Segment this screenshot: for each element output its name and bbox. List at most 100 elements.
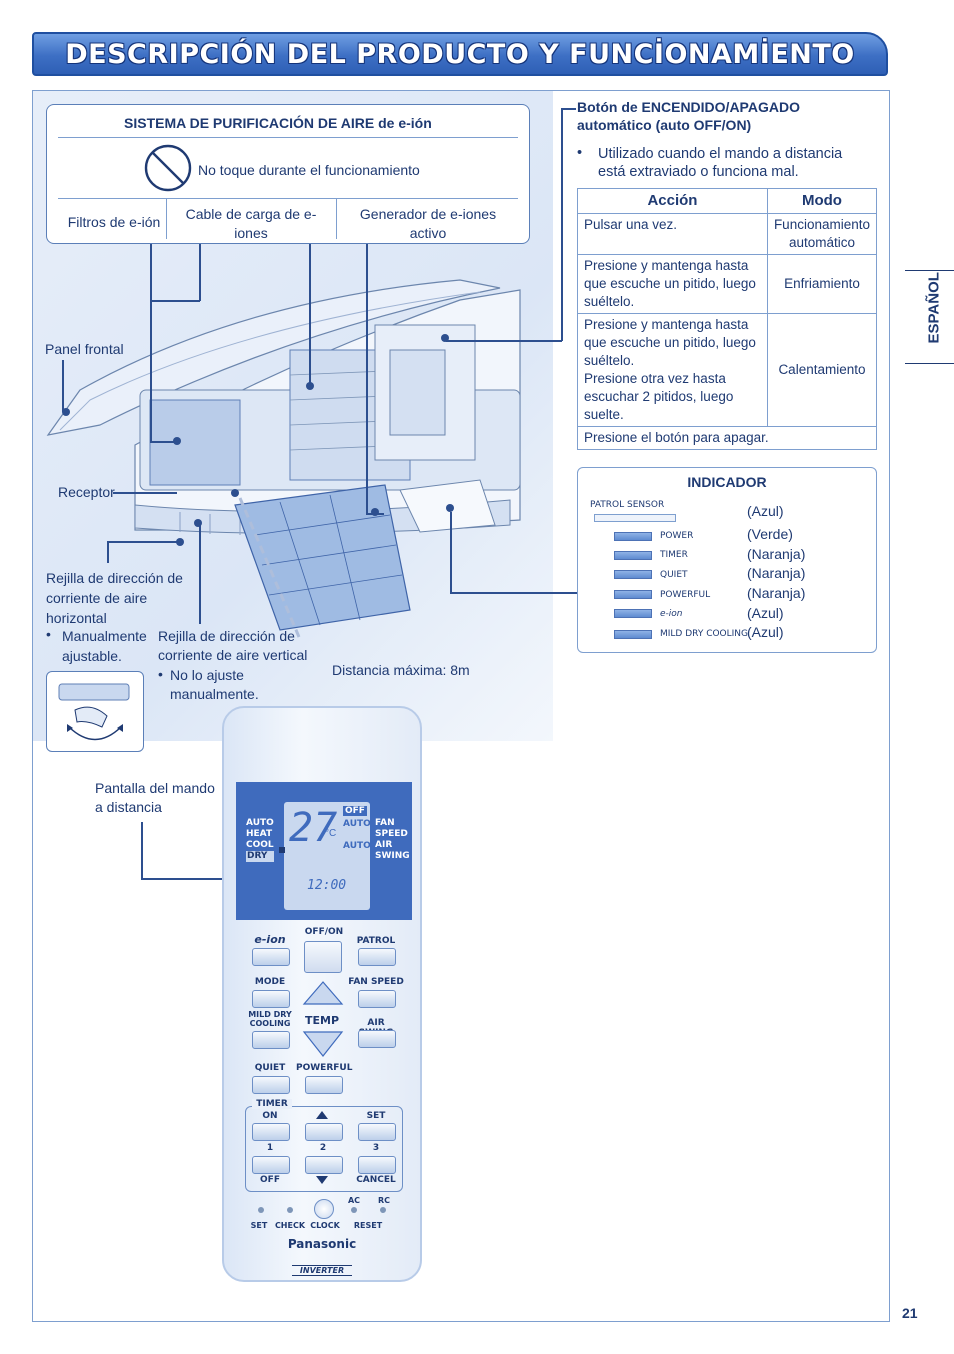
power-indicator	[614, 532, 652, 541]
no-touch-warning: No toque durante el funcionamiento	[198, 162, 420, 178]
powerful-button-label: POWERFUL	[296, 1063, 353, 1073]
timer-on-label: ON	[262, 1111, 278, 1121]
mode-button[interactable]	[252, 990, 290, 1008]
timer-group	[245, 1106, 403, 1192]
temp-arrows	[302, 981, 344, 1057]
timer-cancel-label: CANCEL	[356, 1175, 396, 1185]
powerful-button[interactable]	[305, 1076, 343, 1094]
reset-label: RESET	[353, 1221, 383, 1230]
eion-system-box	[46, 104, 530, 244]
mode-dry: DRY	[246, 851, 274, 862]
patrol-button-label: PATROL	[356, 936, 396, 946]
manual-adjust-icon	[46, 671, 144, 752]
vertical-louver-note: No lo ajuste manualmente.	[170, 667, 259, 702]
row1-modo: Funcionamiento automático	[766, 213, 878, 255]
power-color: (Verde)	[747, 526, 793, 542]
row3-modo: Calentamiento	[766, 313, 878, 427]
vertical-louver-label: Rejilla de dirección de corriente de air…	[158, 628, 308, 663]
row1-accion: Pulsar una vez.	[577, 213, 768, 255]
receiver-label: Receptor	[58, 484, 115, 500]
row2-accion: Presione y mantenga hasta que escuche un…	[577, 254, 768, 314]
auto-button-note: Utilizado cuando el mando a distancia es…	[598, 146, 843, 180]
timer-color: (Naranja)	[747, 546, 806, 562]
check-label: CHECK	[274, 1221, 306, 1230]
indicator-box	[577, 467, 877, 653]
fan-speed-button[interactable]	[358, 990, 396, 1008]
mode-heat: HEAT	[246, 829, 273, 839]
row3-accion: Presione y mantenga hasta que escuche un…	[584, 317, 756, 368]
label-3: 3	[372, 1143, 380, 1153]
horizontal-louver-label: Rejilla de dirección de corriente de air…	[46, 570, 183, 626]
no-touch-icon	[144, 144, 192, 192]
timer-up-button[interactable]	[305, 1123, 343, 1141]
clock-button[interactable]	[314, 1199, 334, 1219]
lcd-clock: 12:00	[307, 878, 347, 893]
lcd-temperature: 27	[289, 805, 338, 851]
eion-button[interactable]	[252, 948, 290, 966]
label-air: AIR	[375, 840, 393, 850]
lcd-auto-swing: AUTO	[343, 841, 371, 851]
indicator-title: INDICADOR	[687, 474, 767, 490]
row3-accion2: Presione otra vez hasta escuchar 2 pitid…	[584, 371, 734, 422]
mode-auto: AUTO	[246, 818, 274, 828]
quiet-indicator	[614, 570, 652, 579]
mild-dry-label: MILD DRY COOLING	[660, 629, 749, 639]
eion-button-label: e-ion	[254, 933, 286, 946]
timer-down-icon	[316, 1176, 328, 1184]
timer-on-button[interactable]	[252, 1123, 290, 1141]
quiet-label: QUIET	[660, 570, 688, 580]
eion-cable-label: Cable de carga de e-iones	[185, 206, 317, 241]
set-reset-button[interactable]	[258, 1207, 264, 1213]
rc-reset-button[interactable]	[380, 1207, 386, 1213]
timer-down-button[interactable]	[305, 1156, 343, 1174]
label-swing: SWING	[375, 851, 410, 861]
power-label: POWER	[660, 531, 694, 541]
eion-color: (Azul)	[747, 605, 784, 621]
eion-indicator	[614, 609, 652, 618]
timer-cancel-button[interactable]	[358, 1156, 396, 1174]
timer-label: TIMER	[252, 1099, 292, 1109]
rc-label: RC	[377, 1196, 391, 1205]
label-2: 2	[319, 1143, 327, 1153]
mode-cool: COOL	[246, 840, 274, 850]
quiet-color: (Naranja)	[747, 565, 806, 581]
label-fan: FAN	[375, 818, 395, 828]
horizontal-louver-note: Manualmente ajustable.	[62, 628, 147, 664]
powerful-indicator	[614, 590, 652, 599]
mild-dry-button[interactable]	[252, 1031, 290, 1049]
front-panel-label: Panel frontal	[45, 341, 124, 357]
language-tab	[905, 270, 954, 364]
temp-up-button[interactable]	[302, 981, 344, 1005]
label-1: 1	[266, 1143, 274, 1153]
patrol-sensor-color: (Azul)	[747, 503, 784, 519]
mild-dry-indicator	[614, 630, 652, 639]
offon-button[interactable]	[304, 941, 342, 973]
air-swing-button[interactable]	[358, 1030, 396, 1048]
timer-off-label: OFF	[260, 1175, 280, 1185]
powerful-label: POWERFUL	[660, 590, 711, 600]
temp-label: TEMP	[304, 1014, 340, 1027]
title-bar: DESCRIPCIÓN DEL PRODUCTO Y FUNCİONAMİENT…	[32, 32, 888, 76]
page-number: 21	[902, 1305, 918, 1321]
eion-filter-left	[149, 399, 241, 486]
temp-down-button[interactable]	[302, 1031, 344, 1057]
max-distance-label: Distancia máxima: 8m	[332, 662, 470, 678]
check-button[interactable]	[287, 1207, 293, 1213]
ac-label: AC	[347, 1196, 361, 1205]
fan-speed-button-label: FAN SPEED	[348, 977, 404, 987]
page-title: DESCRIPCIÓN DEL PRODUCTO Y FUNCİONAMİENT…	[65, 38, 855, 70]
row4-accion: Presione el botón para apagar.	[577, 426, 877, 450]
ac-reset-button[interactable]	[351, 1207, 357, 1213]
air-conditioner-illustration	[46, 279, 521, 640]
quiet-button[interactable]	[252, 1076, 290, 1094]
timer-set-button[interactable]	[358, 1123, 396, 1141]
mild-dry-color: (Azul)	[747, 624, 784, 640]
lcd-off: OFF	[343, 806, 367, 816]
inverter-logo: INVERTER	[292, 1265, 352, 1276]
timer-off-button[interactable]	[252, 1156, 290, 1174]
eion-box-title: SISTEMA DE PURIFICACIÓN DE AIRE de e-ión	[124, 115, 432, 131]
patrol-button[interactable]	[358, 948, 396, 966]
eion-label: e-ion	[660, 609, 683, 619]
eion-filters-label: Filtros de e-ión	[67, 214, 161, 230]
timer-set-label: SET	[366, 1111, 386, 1121]
